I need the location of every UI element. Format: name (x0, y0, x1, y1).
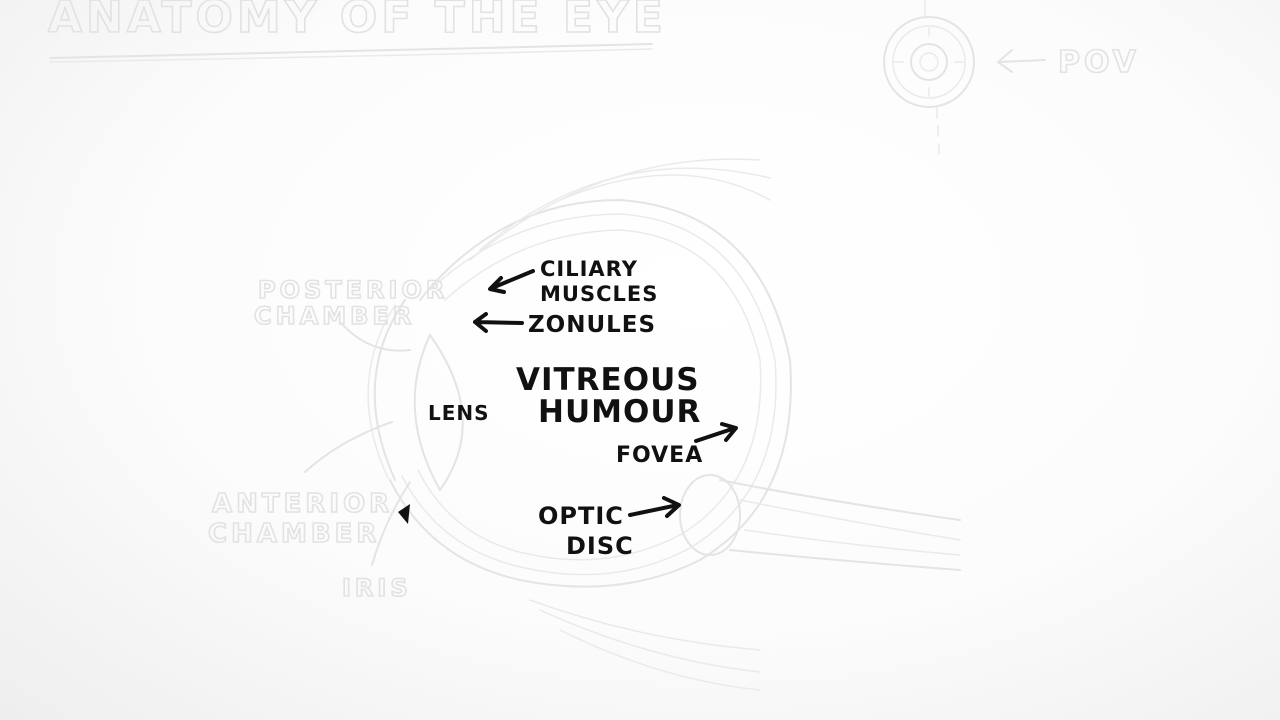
pov-arrow-icon (998, 50, 1045, 72)
svg-text:CHAMBER: CHAMBER (254, 302, 415, 330)
diagram-title: ANATOMY OF THE EYE (48, 0, 667, 43)
svg-text:MUSCLES: MUSCLES (540, 282, 658, 306)
zonules-label: ZONULES (528, 312, 656, 338)
anterior-chamber-label: ANTERIOR CHAMBER (208, 489, 393, 549)
ciliary-muscles-arrow-icon (490, 271, 533, 292)
svg-text:DISC: DISC (566, 532, 634, 560)
pov-label: POV (1058, 45, 1140, 80)
svg-text:ANTERIOR: ANTERIOR (212, 489, 393, 519)
fovea-label: FOVEA (616, 443, 703, 468)
posterior-chamber-label: POSTERIOR CHAMBER (254, 276, 448, 330)
ciliary-muscles-label: CILIARY MUSCLES (540, 257, 658, 306)
vitreous-humour-label: VITREOUS HUMOUR (516, 362, 701, 430)
lens-label: LENS (428, 401, 490, 425)
fovea-arrow-icon (696, 424, 736, 441)
pov-eye-icon (884, 0, 974, 154)
zonules-arrow-icon (475, 314, 522, 331)
svg-text:CHAMBER: CHAMBER (208, 519, 380, 549)
iris-label: IRIS (342, 574, 412, 602)
optic-disc-label: OPTIC DISC (538, 502, 634, 560)
svg-text:VITREOUS: VITREOUS (516, 362, 700, 398)
svg-text:HUMOUR: HUMOUR (538, 394, 701, 430)
svg-text:CILIARY: CILIARY (540, 257, 638, 281)
optic-disc-arrow-icon (630, 498, 679, 516)
svg-text:POSTERIOR: POSTERIOR (258, 276, 448, 304)
marker-mark-icon (398, 504, 410, 524)
svg-text:OPTIC: OPTIC (538, 502, 624, 530)
